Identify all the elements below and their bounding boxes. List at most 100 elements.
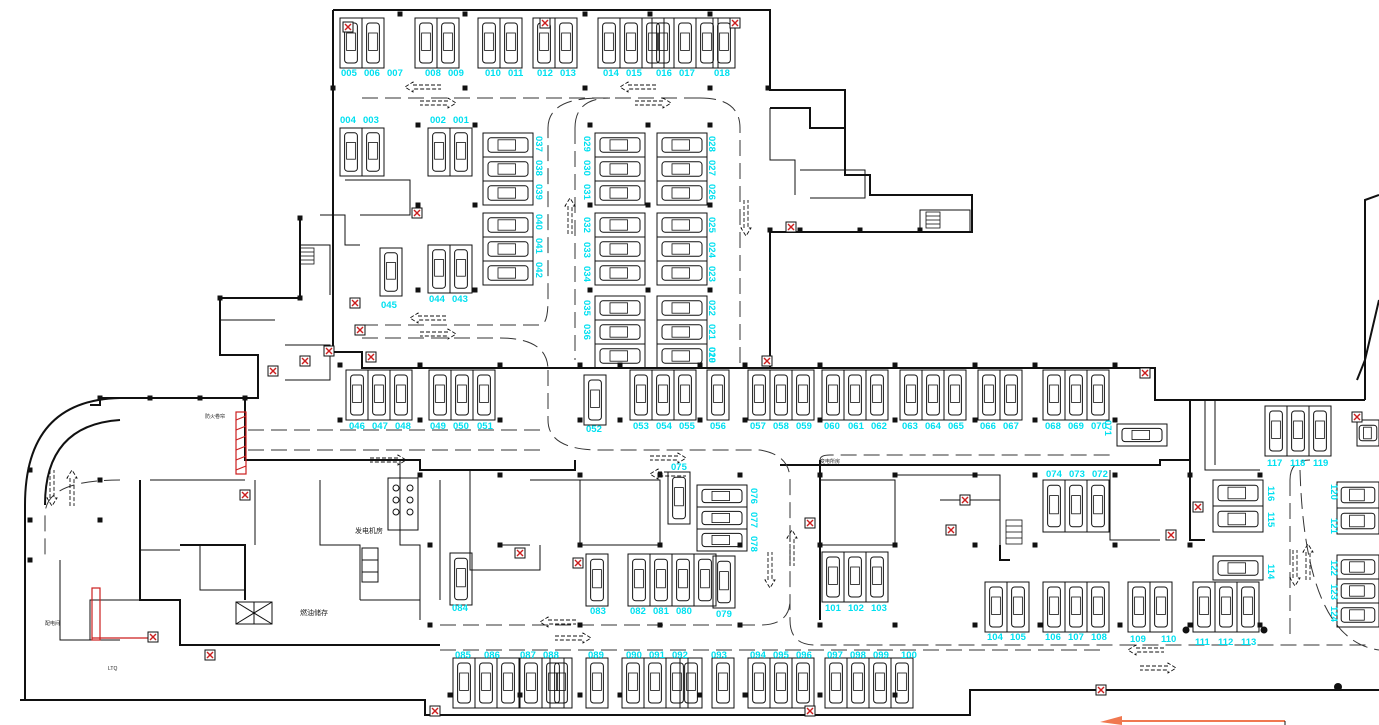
car-icon — [1064, 479, 1088, 533]
car-icon — [656, 156, 708, 182]
space-number-label: 060 — [824, 421, 840, 432]
space-number-label: 010 — [485, 68, 501, 79]
space-number-label: 026 — [706, 184, 717, 200]
car-icon — [999, 369, 1023, 421]
space-number-label: 085 — [455, 650, 472, 661]
car-icon — [1286, 405, 1310, 457]
fire-extinguisher-icon — [411, 207, 423, 219]
space-number-label: 080 — [676, 606, 692, 617]
car-icon — [1006, 581, 1030, 633]
generator-room-label: 发电机房 — [355, 526, 383, 535]
car-icon — [1042, 479, 1066, 533]
space-number-label: 083 — [590, 606, 606, 617]
car-icon — [519, 657, 543, 709]
space-number-label: 124 — [1328, 606, 1339, 623]
car-icon — [747, 657, 771, 709]
car-icon — [436, 17, 460, 69]
car-icon — [361, 17, 385, 69]
car-icon — [1336, 481, 1379, 509]
fire-extinguisher-icon — [1139, 367, 1151, 379]
space-number-label: 113 — [1241, 637, 1256, 648]
space-number-label: 046 — [349, 421, 365, 432]
car-icon — [656, 319, 708, 345]
fire-extinguisher-icon — [785, 221, 797, 233]
car-icon — [1336, 578, 1379, 604]
space-number-label: 003 — [363, 115, 379, 126]
fire-extinguisher-icon — [804, 517, 816, 529]
car-icon — [711, 657, 735, 709]
fire-extinguisher-icon — [365, 351, 377, 363]
space-number-label: 017 — [679, 68, 695, 79]
space-number-label: 100 — [901, 650, 917, 661]
space-number-label: 122 — [1328, 560, 1339, 576]
space-number-label: 101 — [825, 603, 842, 614]
car-icon — [984, 581, 1008, 633]
car-icon — [585, 657, 609, 709]
car-icon — [449, 127, 473, 177]
car-icon — [339, 127, 363, 177]
space-number-label: 090 — [626, 650, 642, 661]
space-number-label: 098 — [850, 650, 866, 661]
space-number-label: 102 — [848, 603, 864, 614]
car-icon — [1127, 581, 1151, 633]
car-icon — [769, 369, 793, 421]
space-number-label: 059 — [796, 421, 812, 432]
space-number-label: 037 — [533, 136, 544, 152]
space-number-label: 032 — [581, 217, 592, 233]
fire-extinguisher-icon — [1351, 411, 1363, 423]
car-icon — [791, 657, 815, 709]
space-number-vertical-labels: 0370380390400410420290300310320330340350… — [533, 136, 1339, 623]
car-icon — [361, 127, 385, 177]
generator-equipment — [235, 477, 419, 625]
flow-arrow-icon — [420, 328, 457, 340]
flow-arrow-icon — [404, 81, 441, 93]
space-number-label: 056 — [710, 421, 726, 432]
car-icon — [597, 17, 621, 69]
car-icon — [943, 369, 967, 421]
space-number-label: 030 — [581, 160, 592, 176]
car-icon — [499, 17, 523, 69]
flow-arrow-icon — [650, 452, 687, 464]
space-number-label: 075 — [671, 462, 688, 473]
car-icon — [712, 555, 736, 609]
car-icon — [594, 156, 646, 182]
space-number-label: 029 — [581, 136, 592, 152]
car-icon — [1086, 369, 1110, 421]
car-icon — [1086, 479, 1110, 533]
space-number-label: 040 — [533, 214, 544, 230]
space-number-label: 024 — [706, 242, 717, 259]
car-icon — [1116, 423, 1168, 447]
car-icon — [665, 657, 689, 709]
space-number-label: 023 — [706, 266, 717, 282]
space-number-label: 099 — [873, 650, 889, 661]
car-icon — [449, 244, 473, 294]
space-number-label: 079 — [716, 609, 732, 620]
fire-extinguisher-icon — [1165, 529, 1177, 541]
gas-room-label: 燃油储存 — [300, 608, 328, 617]
space-number-label: 119 — [1313, 458, 1328, 469]
car-icon — [868, 657, 892, 709]
car-icon — [1212, 555, 1264, 581]
space-number-label: 044 — [429, 294, 446, 305]
room-note: 配电间 — [45, 620, 60, 627]
car-icon — [1192, 581, 1216, 633]
fire-extinguisher-icon — [429, 705, 441, 717]
fire-extinguisher-icon — [959, 494, 971, 506]
car-icon — [656, 132, 708, 158]
space-number-label: 088 — [543, 650, 559, 661]
car-icon — [594, 212, 646, 238]
space-number-label: 070 — [1091, 421, 1107, 432]
flow-arrow-icon — [539, 616, 576, 628]
space-number-label: 008 — [425, 68, 441, 79]
space-number-label: 069 — [1068, 421, 1084, 432]
structural-columns — [27, 11, 1342, 698]
flow-arrow-icon — [786, 529, 798, 566]
space-number-label: 074 — [1046, 469, 1063, 480]
flow-arrow-icon — [420, 97, 457, 109]
car-icon — [474, 657, 498, 709]
space-number-label: 002 — [430, 115, 446, 126]
space-number-label: 123 — [1328, 584, 1339, 600]
fire-partition-hatch — [91, 411, 247, 641]
space-number-label: 014 — [603, 68, 620, 79]
